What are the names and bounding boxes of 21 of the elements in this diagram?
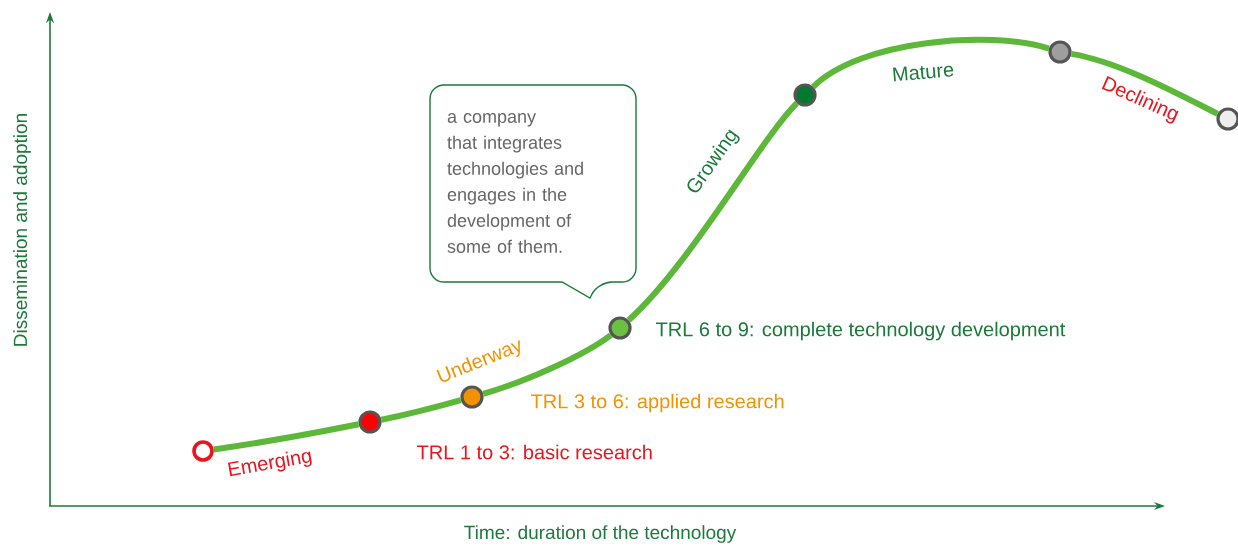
- point-marker: [460, 385, 484, 409]
- point-marker: [1216, 107, 1238, 131]
- curve-segment: [626, 101, 800, 323]
- curve-segment: [482, 332, 613, 397]
- curve-segment: [380, 397, 462, 423]
- curve-segment: [811, 36, 1050, 90]
- point-marker: [608, 316, 632, 340]
- stage-label: Mature: [893, 65, 954, 82]
- point-marker: [793, 83, 817, 107]
- point-marker: [1048, 40, 1072, 64]
- curve-segment: [213, 421, 360, 453]
- point-marker: [358, 410, 382, 434]
- axis-label: Time: duration of the technology: [464, 525, 737, 543]
- stage-description: TRL 1 to 3: basic research: [417, 444, 652, 460]
- stage-description: TRL 3 to 6: applied research: [531, 393, 784, 413]
- stage-label: Emerging: [228, 451, 312, 477]
- curve-segment: [1070, 50, 1219, 117]
- callout-bubble: a company that integrates technologies and engages in the development of some of them.: [429, 84, 637, 299]
- point-marker: [192, 440, 214, 462]
- axis-label: Dissemination and adoption: [13, 114, 31, 346]
- stage-description: TRL 6 to 9: complete technology development: [656, 321, 1066, 341]
